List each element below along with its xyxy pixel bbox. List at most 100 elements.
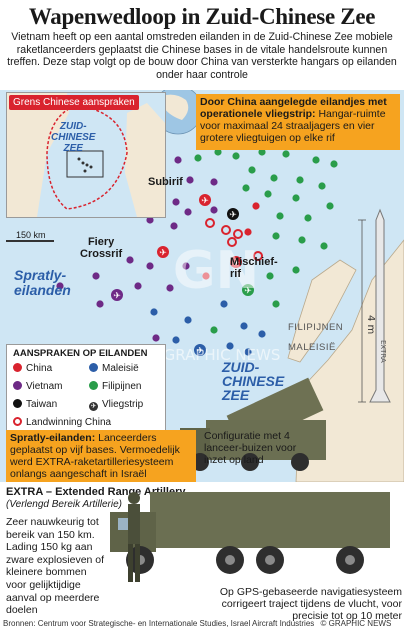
legend-header: AANSPRAKEN OP EILANDEN <box>13 348 148 359</box>
vietnam-island-dot <box>172 198 180 206</box>
launcher-illustration-lower <box>110 482 400 586</box>
taiwan-dot-icon <box>13 399 22 408</box>
label-subirif: Subirif <box>148 176 183 188</box>
callout-spratly-body: Lanceerders geplaatst op vijf bases. Ver… <box>10 432 180 480</box>
philippines-island-dot <box>214 148 222 156</box>
philippines-island-dot <box>330 160 338 168</box>
malaysia-island-dot <box>226 342 234 350</box>
legend-item-reclamation: Landwinning China <box>13 417 111 428</box>
height-label: 4 m <box>365 315 376 334</box>
inset-map: Grens Chinese aanspraken ZUID- CHINESE Z… <box>6 92 166 218</box>
vietnam-island-dot <box>126 256 134 264</box>
philippines-island-dot <box>312 156 320 164</box>
legend-item-china: China <box>13 363 52 374</box>
vietnam-island-dot <box>96 300 104 308</box>
footer-sources: Bronnen: Centrum voor Strategische- en I… <box>3 619 392 628</box>
vietnam-island-dot <box>146 216 154 224</box>
missile-illustration: EXTRA <box>369 208 391 403</box>
vietnam-island-dot <box>166 284 174 292</box>
malaysia-island-dot <box>240 322 248 330</box>
philippines-island-dot <box>320 242 328 250</box>
callout-china-airstrip: Door China aangelegde eilandjes met oper… <box>196 94 400 150</box>
philippines-island-dot <box>296 176 304 184</box>
vietnam-island-dot <box>170 222 178 230</box>
philippines-island-dot <box>292 266 300 274</box>
claim-badge: Grens Chinese aanspraken <box>9 95 139 110</box>
philippines-island-dot <box>266 272 274 280</box>
watermark-logo: GN <box>173 241 259 301</box>
watermark-text: GRAPHIC NEWS <box>164 346 281 364</box>
philippines-island-dot <box>292 194 300 202</box>
palawan-island <box>287 259 357 363</box>
scale-label: 150 km <box>16 230 46 240</box>
vietnam-island-dot <box>92 272 100 280</box>
inset-sea-label: ZUID- CHINESE ZEE <box>51 121 96 154</box>
china-island-dot <box>252 202 260 210</box>
reclamation-markers <box>205 218 263 261</box>
svg-text:✈: ✈ <box>159 249 167 259</box>
callout-china-airstrip-body: Hangar-ruimte voor maximaal 24 straaljag… <box>200 108 386 144</box>
legend: AANSPRAKEN OP EILANDEN China Maleisië Vi… <box>6 344 166 442</box>
malaysia-island-dot <box>150 308 158 316</box>
philippines-island-dot <box>304 214 312 222</box>
label-spratly: Spratly- eilanden <box>14 267 71 298</box>
philippines-island-dot <box>242 184 250 192</box>
philippines-island-dot <box>276 212 284 220</box>
philippines-island-dot <box>318 182 326 190</box>
intro-text: Vietnam heeft op een aantal omstreden ei… <box>7 31 397 81</box>
malaysia-dot-icon <box>89 363 98 372</box>
philippines-island-dot <box>270 174 278 182</box>
vietnam-island-dot <box>174 156 182 164</box>
vietnam-island-dot <box>146 262 154 270</box>
legend-item-taiwan: Taiwan <box>13 399 57 410</box>
philippines-island-dot <box>248 166 256 174</box>
vietnam-island-dot <box>210 206 218 214</box>
philippines-island-dot <box>210 326 218 334</box>
label-mischief: Mischief- rif <box>230 256 278 280</box>
svg-text:✈: ✈ <box>113 292 121 302</box>
copyright: © GRAPHIC NEWS <box>320 619 392 628</box>
config-note: Configuratie met 4 lanceer-buizen voor i… <box>204 430 297 466</box>
philippines-island-dot <box>232 152 240 160</box>
svg-text:✈: ✈ <box>196 347 204 357</box>
malaysia-island-dot <box>184 316 192 324</box>
label-malaysia: MALEISIË <box>288 342 336 353</box>
scale-bar <box>6 240 54 242</box>
philippines-island-dot <box>272 300 280 308</box>
label-fiery-cross: Fiery Crossrif <box>80 236 123 260</box>
vietnam-island-dot <box>210 178 218 186</box>
svg-text:✈: ✈ <box>229 211 237 221</box>
philippines-island-dot <box>298 236 306 244</box>
philippines-island-dot <box>326 202 334 210</box>
extra-subtitle: (Verlengd Bereik Artillerie) <box>6 499 122 510</box>
airstrip-icon: ✈ <box>89 402 98 411</box>
china-island-dot <box>202 272 210 280</box>
vietnam-dot-icon <box>13 381 22 390</box>
vietnam-island-dot <box>184 208 192 216</box>
philippines-island-dot <box>264 190 272 198</box>
legend-item-philippines: Filipijnen <box>89 381 141 392</box>
vietnam-island-dot <box>152 334 160 342</box>
malaysia-island-dot <box>172 336 180 344</box>
philippines-island-dot <box>282 150 290 158</box>
vietnam-island-dot <box>186 176 194 184</box>
extra-body: Zeer nauwkeurig tot bereik van 150 km. L… <box>6 516 105 617</box>
gps-note: Op GPS-gebaseerde navigatiesysteem corri… <box>219 586 402 622</box>
callout-spratly-title: Spratly-eilanden: <box>10 432 96 444</box>
missile-label: EXTRA <box>379 340 387 363</box>
island-dots <box>56 148 338 356</box>
map-area: ✈ ✈ ✈ ✈ ✈ ✈ ✈ GN GRAPHIC NEWS EXTRA 4 m <box>0 90 404 482</box>
reclamation-icon <box>13 417 22 426</box>
label-philippines: FILIPIJNEN <box>288 322 344 333</box>
airstrip-markers: ✈ ✈ ✈ ✈ ✈ ✈ ✈ <box>111 194 254 357</box>
china-dot-icon <box>13 363 22 372</box>
malaysia-island-dot <box>220 300 228 308</box>
inset-svg <box>7 93 165 217</box>
vietnam-island-dot <box>134 282 142 290</box>
extra-title: EXTRA – Extended Range Artillery <box>6 486 186 498</box>
china-island-dot <box>244 228 252 236</box>
svg-text:✈: ✈ <box>232 259 240 269</box>
legend-item-vietnam: Vietnam <box>13 381 63 392</box>
callout-china-airstrip-title: Door China aangelegde eilandjes met oper… <box>200 96 387 120</box>
legend-item-airstrip: ✈Vliegstrip <box>89 399 144 411</box>
